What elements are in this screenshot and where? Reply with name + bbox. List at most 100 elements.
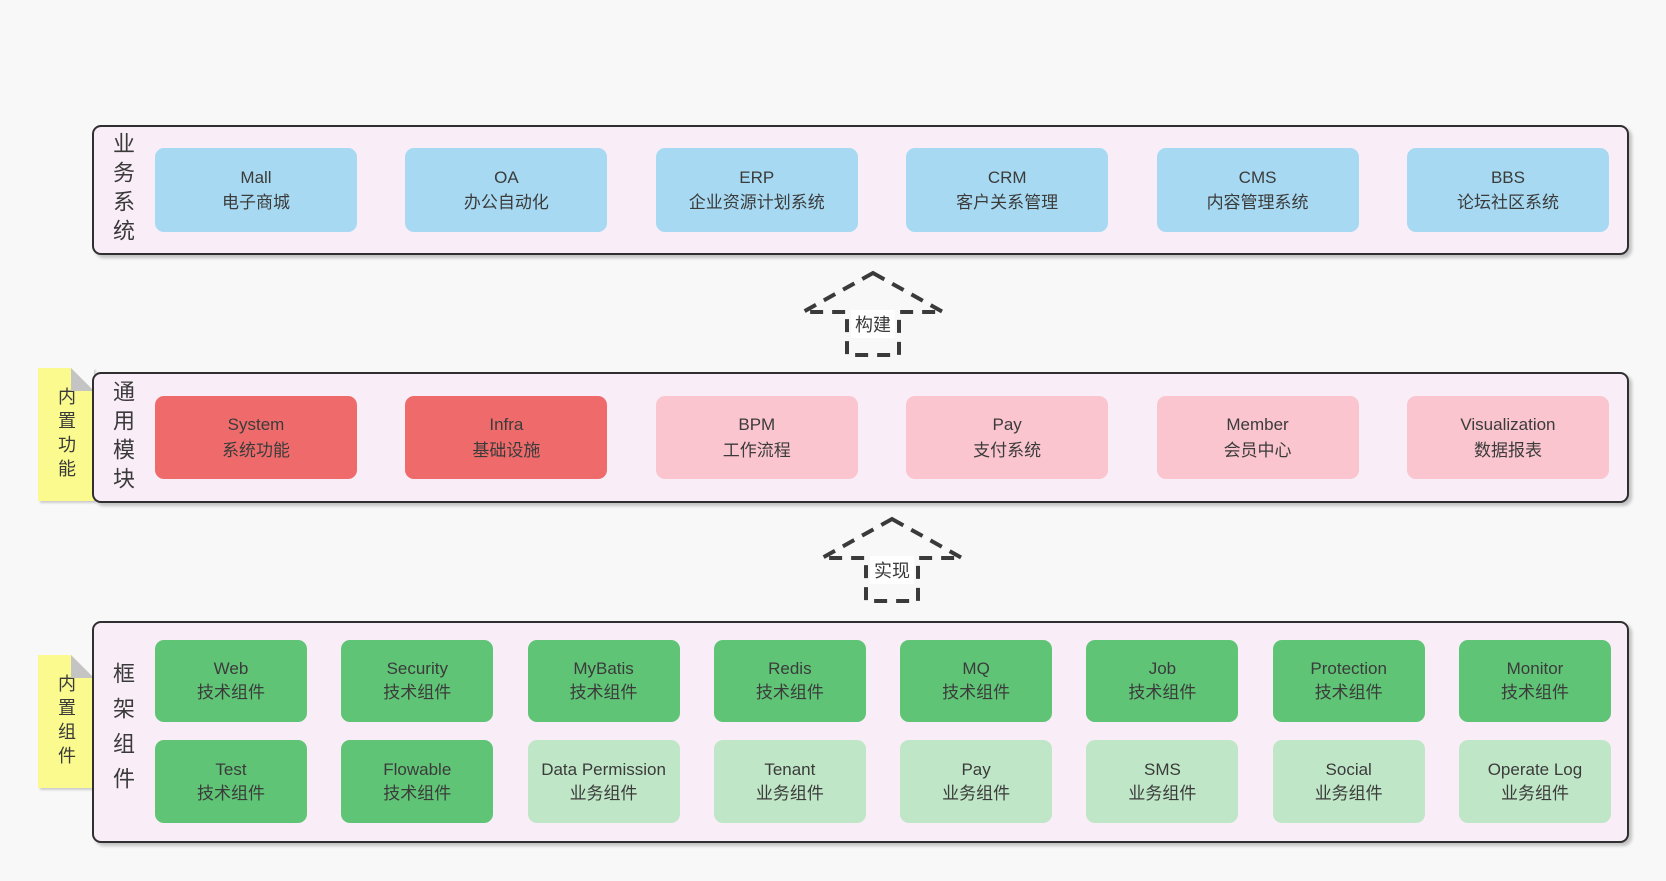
box-erp: ERP 企业资源计划系统 bbox=[655, 148, 858, 232]
box-title: CMS bbox=[1238, 167, 1277, 187]
box-system: System 系统功能 bbox=[155, 396, 357, 479]
box-title: Infra bbox=[489, 415, 524, 434]
box-data-permission: Data Permission 业务组件 bbox=[527, 740, 680, 823]
box-member: Member 会员中心 bbox=[1156, 396, 1359, 479]
box-title: Social bbox=[1325, 759, 1372, 779]
box-title: ERP bbox=[739, 167, 775, 187]
box-subtitle: 技术组件 bbox=[1500, 683, 1569, 702]
box-mybatis: MyBatis 技术组件 bbox=[527, 640, 680, 722]
box-subtitle: 业务组件 bbox=[1128, 783, 1197, 803]
box-sms: SMS 业务组件 bbox=[1086, 740, 1239, 823]
box-subtitle: 工作流程 bbox=[722, 440, 791, 460]
box-subtitle: 论坛社区系统 bbox=[1456, 193, 1559, 212]
box-monitor: Monitor 技术组件 bbox=[1458, 640, 1611, 722]
box-subtitle: 业务组件 bbox=[1314, 783, 1383, 803]
layer-label: 框架组件 bbox=[110, 662, 135, 802]
box-subtitle: 支付系统 bbox=[973, 440, 1042, 460]
box-cms: CMS 内容管理系统 bbox=[1156, 148, 1359, 232]
box-operate-log: Operate Log 业务组件 bbox=[1458, 740, 1611, 823]
box-title: Member bbox=[1226, 415, 1289, 434]
box-visualization: Visualization 数据报表 bbox=[1406, 396, 1609, 479]
box-title: Flowable bbox=[383, 759, 452, 779]
layer-common-modules: 通用模块 System 系统功能 Infra 基础设施 BPM 工作流程 Pay… bbox=[92, 372, 1629, 503]
dashed-up-arrow-build: 构建 bbox=[795, 270, 951, 358]
dashed-up-arrow-implement: 实现 bbox=[814, 516, 970, 604]
box-title: SMS bbox=[1143, 759, 1181, 779]
layer-label: 业务系统 bbox=[110, 132, 135, 248]
box-row: System 系统功能 Infra 基础设施 BPM 工作流程 Pay 支付系统… bbox=[155, 374, 1609, 501]
box-title: Data Permission bbox=[541, 759, 666, 779]
box-subtitle: 技术组件 bbox=[197, 683, 265, 702]
box-subtitle: 办公自动化 bbox=[463, 193, 549, 212]
box-subtitle: 业务组件 bbox=[755, 783, 824, 803]
box-row: Web 技术组件 Security 技术组件 MyBatis 技术组件 Redi… bbox=[155, 640, 1611, 722]
box-crm: CRM 客户关系管理 bbox=[906, 148, 1109, 232]
box-subtitle: 业务组件 bbox=[942, 783, 1011, 803]
box-title: Security bbox=[386, 659, 448, 679]
box-subtitle: 技术组件 bbox=[383, 783, 452, 803]
box-subtitle: 业务组件 bbox=[1500, 783, 1569, 803]
box-title: MyBatis bbox=[573, 659, 634, 679]
box-title: Operate Log bbox=[1487, 759, 1583, 779]
box-subtitle: 技术组件 bbox=[197, 783, 265, 803]
box-oa: OA 办公自动化 bbox=[405, 148, 608, 232]
arrow-label: 实现 bbox=[870, 556, 914, 584]
box-title: Web bbox=[213, 659, 249, 679]
box-subtitle: 业务组件 bbox=[569, 783, 638, 803]
layer-business-systems: 业务系统 Mall 电子商城 OA 办公自动化 ERP 企业资源计划系统 CRM… bbox=[92, 125, 1629, 255]
box-grid: Web 技术组件 Security 技术组件 MyBatis 技术组件 Redi… bbox=[155, 640, 1611, 823]
box-title: Visualization bbox=[1460, 415, 1556, 434]
box-subtitle: 技术组件 bbox=[569, 683, 638, 702]
box-title: Protection bbox=[1310, 659, 1387, 679]
box-title: System bbox=[227, 415, 285, 434]
folded-corner-icon bbox=[71, 655, 94, 678]
box-subtitle: 系统功能 bbox=[222, 440, 290, 460]
box-subtitle: 电子商城 bbox=[222, 193, 290, 212]
box-subtitle: 技术组件 bbox=[383, 683, 452, 702]
box-bbs: BBS 论坛社区系统 bbox=[1406, 148, 1609, 232]
box-title: Monitor bbox=[1506, 659, 1564, 679]
box-title: BBS bbox=[1490, 167, 1525, 187]
box-protection: Protection 技术组件 bbox=[1272, 640, 1425, 722]
box-title: BPM bbox=[738, 415, 776, 434]
box-job: Job 技术组件 bbox=[1086, 640, 1239, 722]
sticky-note-text: 内置组件 bbox=[56, 673, 76, 770]
box-subtitle: 企业资源计划系统 bbox=[688, 193, 825, 212]
box-row: Test 技术组件 Flowable 技术组件 Data Permission … bbox=[155, 740, 1611, 823]
box-subtitle: 数据报表 bbox=[1473, 440, 1542, 460]
box-social: Social 业务组件 bbox=[1272, 740, 1425, 823]
box-subtitle: 客户关系管理 bbox=[956, 193, 1059, 212]
box-subtitle: 基础设施 bbox=[472, 440, 541, 460]
box-title: Tenant bbox=[764, 759, 816, 779]
sticky-note-builtin-features: 内置功能 bbox=[38, 368, 94, 501]
box-redis: Redis 技术组件 bbox=[713, 640, 866, 722]
sticky-note-builtin-components: 内置组件 bbox=[38, 655, 94, 788]
box-title: Redis bbox=[768, 659, 812, 679]
box-subtitle: 技术组件 bbox=[942, 683, 1011, 702]
box-web: Web 技术组件 bbox=[155, 640, 307, 722]
box-mall: Mall 电子商城 bbox=[155, 148, 357, 232]
box-subtitle: 技术组件 bbox=[1314, 683, 1383, 702]
box-security: Security 技术组件 bbox=[341, 640, 494, 722]
box-title: CRM bbox=[987, 167, 1027, 187]
folded-corner-icon bbox=[71, 368, 94, 391]
box-subtitle: 技术组件 bbox=[755, 683, 824, 702]
box-bpm: BPM 工作流程 bbox=[655, 396, 858, 479]
box-test: Test 技术组件 bbox=[155, 740, 307, 823]
box-subtitle: 技术组件 bbox=[1128, 683, 1197, 702]
box-pay-module: Pay 支付系统 bbox=[906, 396, 1109, 479]
layer-label: 通用模块 bbox=[110, 379, 135, 496]
box-row: Mall 电子商城 OA 办公自动化 ERP 企业资源计划系统 CRM 客户关系… bbox=[155, 127, 1609, 253]
box-mq: MQ 技术组件 bbox=[900, 640, 1053, 722]
box-title: Mall bbox=[240, 167, 272, 187]
sticky-note-text: 内置功能 bbox=[56, 386, 76, 483]
box-title: Pay bbox=[961, 759, 991, 779]
box-title: Test bbox=[215, 759, 247, 779]
box-title: Pay bbox=[992, 415, 1022, 434]
box-tenant: Tenant 业务组件 bbox=[713, 740, 866, 823]
box-title: Job bbox=[1148, 659, 1177, 679]
box-subtitle: 会员中心 bbox=[1223, 440, 1292, 460]
box-pay-component: Pay 业务组件 bbox=[900, 740, 1053, 823]
box-flowable: Flowable 技术组件 bbox=[341, 740, 494, 823]
